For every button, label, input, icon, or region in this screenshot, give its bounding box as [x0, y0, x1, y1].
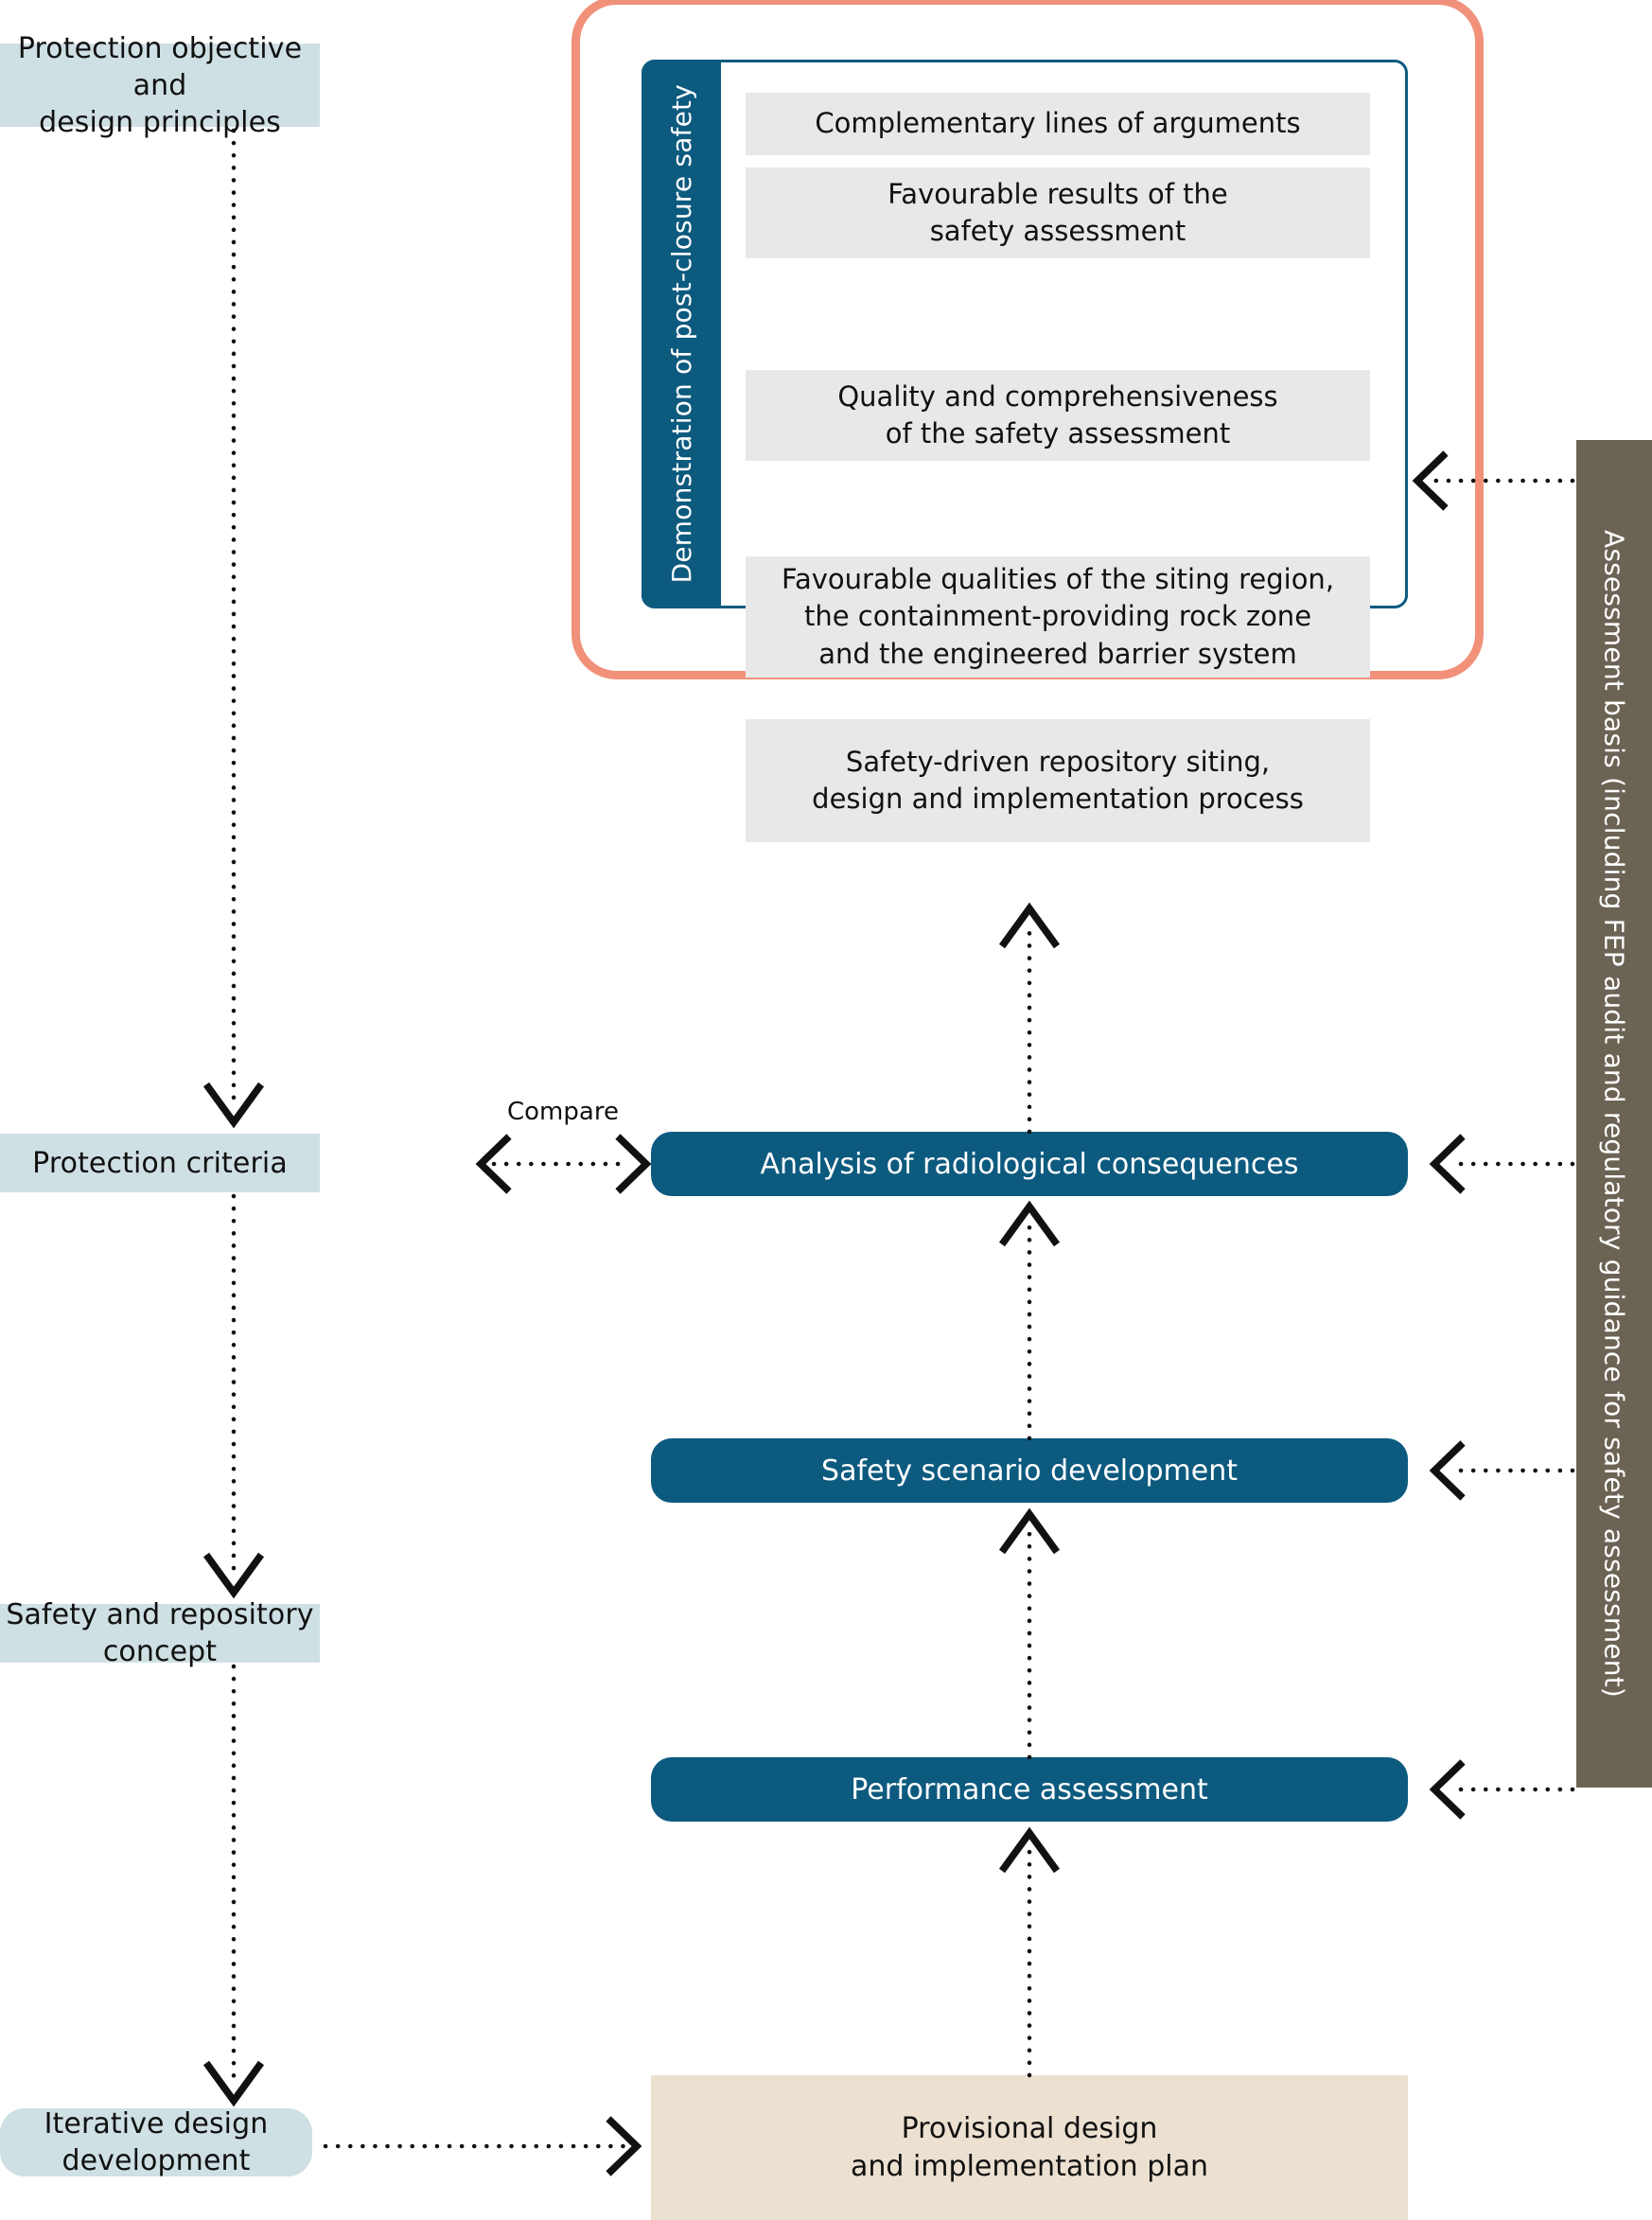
arrow-analysis-to-demonstration-panel — [998, 902, 1061, 1135]
process-step-analysis-radiological-consequences: Analysis of radiological consequences — [651, 1132, 1408, 1196]
argument-row-favourable-results-line1: Favourable results of the — [888, 177, 1228, 210]
left-box-protection-criteria-label: Protection criteria — [32, 1146, 288, 1180]
argument-row-favourable-qualities-line2: the containment-providing rock zone — [803, 600, 1312, 633]
left-box-iterative-design-development: Iterative design development — [0, 2107, 312, 2177]
argument-row-favourable-qualities: Favourable qualities of the siting regio… — [746, 556, 1370, 678]
argument-row-favourable-results-line2: safety assessment — [929, 215, 1186, 247]
argument-row-quality-comprehensiveness-line1: Quality and comprehensiveness — [837, 379, 1278, 413]
argument-row-complementary-lines-line1: Complementary lines of arguments — [815, 107, 1301, 140]
left-box-protection-objective-line1: Protection objective and — [17, 31, 303, 102]
arrow-compare-double — [475, 1134, 652, 1194]
left-box-protection-objective: Protection objective and design principl… — [0, 32, 320, 139]
left-box-safety-repository-concept: Safety and repository concept — [0, 1598, 320, 1668]
left-box-safety-repository-concept-label: Safety and repository concept — [6, 1598, 314, 1668]
left-box-protection-criteria: Protection criteria — [0, 1134, 320, 1192]
left-box-iterative-design-development-label: Iterative design development — [44, 2107, 269, 2177]
process-step-performance-assessment-label: Performance assessment — [851, 1772, 1208, 1806]
arrow-basis-to-analysis — [1429, 1134, 1575, 1194]
arrow-performance-to-scenario — [998, 1507, 1061, 1760]
arrow-concept-to-iterative — [202, 1664, 265, 2107]
provisional-design-plan-line1: Provisional design — [901, 2111, 1158, 2145]
process-step-safety-scenario-development: Safety scenario development — [651, 1438, 1408, 1503]
argument-row-favourable-qualities-line3: and the engineered barrier system — [818, 637, 1297, 670]
arrow-provisional-to-performance — [998, 1826, 1061, 2078]
argument-row-safety-driven-siting: Safety-driven repository siting, design … — [746, 719, 1370, 842]
process-step-performance-assessment: Performance assessment — [651, 1757, 1408, 1822]
provisional-design-plan-box: Provisional design and implementation pl… — [651, 2075, 1408, 2220]
argument-row-complementary-lines: Complementary lines of arguments — [746, 93, 1370, 155]
arrow-basis-to-scenario — [1429, 1440, 1575, 1501]
arrow-scenario-to-analysis — [998, 1200, 1061, 1441]
left-box-protection-objective-line2: design principles — [39, 105, 281, 139]
arrow-iterative-to-provisional — [323, 2116, 642, 2176]
demonstration-panel-tab-label: Demonstration of post-closure safety — [665, 84, 697, 584]
argument-row-quality-comprehensiveness: Quality and comprehensiveness of the saf… — [746, 370, 1370, 461]
argument-row-favourable-qualities-line1: Favourable qualities of the siting regio… — [781, 562, 1335, 595]
assessment-basis-label: Assessment basis (including FEP audit an… — [1598, 529, 1630, 1699]
arrow-objective-to-criteria — [202, 128, 265, 1129]
argument-row-safety-driven-siting-line2: design and implementation process — [812, 783, 1304, 815]
argument-row-safety-driven-siting-line1: Safety-driven repository siting, — [845, 745, 1271, 778]
argument-row-favourable-results: Favourable results of the safety assessm… — [746, 167, 1370, 258]
process-step-safety-scenario-development-label: Safety scenario development — [821, 1454, 1238, 1488]
demonstration-panel-tab: Demonstration of post-closure safety — [641, 60, 721, 608]
provisional-design-plan-line2: and implementation plan — [851, 2149, 1208, 2183]
assessment-basis-bar: Assessment basis (including FEP audit an… — [1576, 440, 1652, 1788]
arrow-basis-to-performance — [1429, 1759, 1575, 1820]
process-step-analysis-radiological-consequences-label: Analysis of radiological consequences — [760, 1147, 1299, 1181]
argument-row-quality-comprehensiveness-line2: of the safety assessment — [885, 417, 1231, 449]
compare-label: Compare — [507, 1098, 619, 1126]
arrow-criteria-to-concept — [202, 1193, 265, 1599]
